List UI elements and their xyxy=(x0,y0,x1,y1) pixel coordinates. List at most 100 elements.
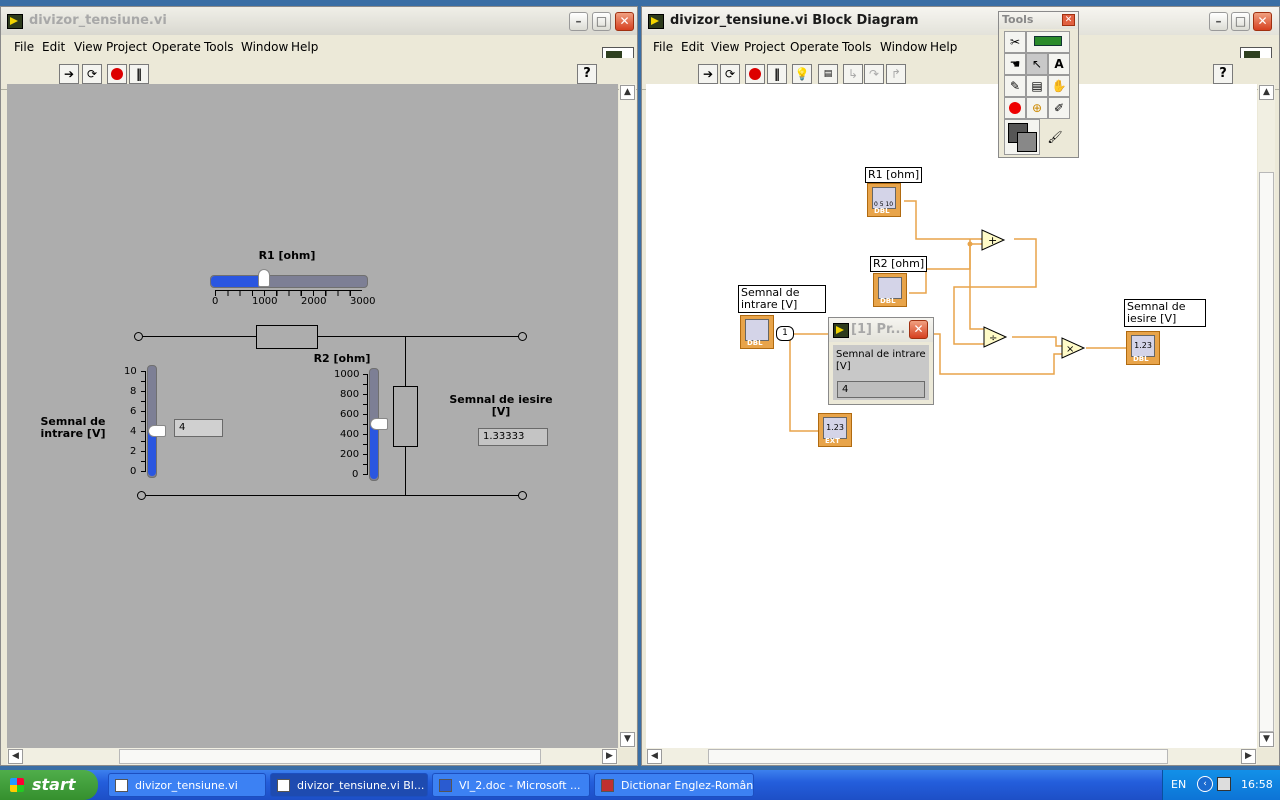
scroll-right-icon[interactable]: ▶ xyxy=(1241,749,1256,764)
run-arrow-icon[interactable]: ➔ xyxy=(698,64,718,84)
minimize-icon[interactable]: – xyxy=(569,12,588,31)
menu-tools[interactable]: Tools xyxy=(842,40,872,54)
edit-text-tool-icon[interactable]: A xyxy=(1048,53,1070,75)
menu-project[interactable]: Project xyxy=(744,40,786,54)
front-panel-vscrollbar[interactable]: ▲ ▼ xyxy=(619,84,636,748)
block-diagram-hscroll-thumb[interactable] xyxy=(708,749,1168,764)
task-word-document[interactable]: VI_2.doc - Microsoft ... xyxy=(432,773,590,797)
menu-edit[interactable]: Edit xyxy=(42,40,66,54)
block-diagram-hscrollbar[interactable]: ◀ ▶ xyxy=(646,748,1257,765)
close-icon[interactable]: ✕ xyxy=(1253,12,1272,31)
probe-tool-icon[interactable]: ⊕ xyxy=(1026,97,1048,119)
front-panel-hscroll-thumb[interactable] xyxy=(119,749,541,764)
tray-expand-icon[interactable]: ‹ xyxy=(1197,776,1213,792)
automatic-tool-selection-icon[interactable]: ✂ xyxy=(1004,31,1026,53)
step-into-icon[interactable]: ↳ xyxy=(843,64,863,84)
abort-icon[interactable] xyxy=(745,64,765,84)
connect-wire-tool-icon[interactable]: ✎ xyxy=(1004,75,1026,97)
retain-wire-values-icon[interactable]: ▤ xyxy=(818,64,838,84)
position-tool-icon[interactable]: ↖ xyxy=(1026,53,1048,75)
maximize-icon[interactable]: □ xyxy=(592,12,611,31)
task-block-diagram[interactable]: divizor_tensiune.vi Bl... xyxy=(270,773,428,797)
operate-value-tool-icon[interactable]: ☚ xyxy=(1004,53,1026,75)
menu-file[interactable]: File xyxy=(14,40,35,54)
auto-tool-indicator-icon[interactable] xyxy=(1026,31,1070,53)
scroll-up-icon[interactable]: ▲ xyxy=(1259,85,1274,100)
task-front-panel[interactable]: divizor_tensiune.vi xyxy=(108,773,266,797)
tools-close-icon[interactable]: ✕ xyxy=(1062,14,1075,26)
scroll-down-icon[interactable]: ▼ xyxy=(620,732,635,747)
start-button[interactable]: start xyxy=(0,770,98,800)
probe-close-icon[interactable]: ✕ xyxy=(909,320,928,339)
help-icon[interactable]: ? xyxy=(1213,64,1233,84)
shortcut-menu-tool-icon[interactable]: ▤ xyxy=(1026,75,1048,97)
close-icon[interactable]: ✕ xyxy=(615,12,634,31)
scroll-up-icon[interactable]: ▲ xyxy=(620,85,635,100)
highlight-execution-icon[interactable]: 💡 xyxy=(792,64,812,84)
menu-help[interactable]: Help xyxy=(291,40,319,54)
run-arrow-icon[interactable]: ➔ xyxy=(59,64,79,84)
r2-slider-knob[interactable] xyxy=(370,418,388,430)
scroll-right-icon[interactable]: ▶ xyxy=(602,749,617,764)
labview-vi-icon xyxy=(277,779,290,792)
output-indicator-terminal[interactable]: 1.23 DBL xyxy=(1126,331,1160,365)
pause-icon[interactable]: ‖ xyxy=(129,64,149,84)
r1-slider-knob[interactable] xyxy=(258,269,270,287)
language-indicator[interactable]: EN xyxy=(1171,778,1187,791)
minimize-icon[interactable]: – xyxy=(1209,12,1228,31)
breakpoint-tool-icon[interactable] xyxy=(1004,97,1026,119)
block-diagram-vscroll-thumb[interactable] xyxy=(1259,172,1274,732)
maximize-icon[interactable]: □ xyxy=(1231,12,1250,31)
front-panel-menubar: File Edit View Project Operate Tools Win… xyxy=(1,36,637,58)
r1-slider-fill xyxy=(211,276,264,287)
input-slider-knob[interactable] xyxy=(148,425,166,437)
clock[interactable]: 16:58 xyxy=(1241,778,1273,791)
scroll-left-icon[interactable]: ◀ xyxy=(8,749,23,764)
probe-titlebar[interactable]: [1] Pr... ✕ xyxy=(829,318,933,342)
menu-file[interactable]: File xyxy=(653,40,674,54)
step-out-icon[interactable]: ↱ xyxy=(886,64,906,84)
front-panel-hscrollbar[interactable]: ◀ ▶ xyxy=(7,748,618,765)
menu-view[interactable]: View xyxy=(74,40,103,54)
input-control-terminal[interactable]: DBL xyxy=(740,315,774,349)
circuit-top-wire xyxy=(143,336,519,337)
run-continuously-icon[interactable]: ⟳ xyxy=(82,64,102,84)
probe-indicator-type: EXT xyxy=(825,437,840,445)
menu-tools[interactable]: Tools xyxy=(204,40,234,54)
probe-window[interactable]: [1] Pr... ✕ Semnal de intrare [V] 4 xyxy=(828,317,934,405)
get-color-tool-icon[interactable]: ✐ xyxy=(1048,97,1070,119)
menu-window[interactable]: Window xyxy=(241,40,289,54)
menu-window[interactable]: Window xyxy=(880,40,928,54)
pause-icon[interactable]: ‖ xyxy=(767,64,787,84)
scroll-down-icon[interactable]: ▼ xyxy=(1259,732,1274,747)
menu-edit[interactable]: Edit xyxy=(681,40,705,54)
menu-view[interactable]: View xyxy=(711,40,740,54)
run-continuously-icon[interactable]: ⟳ xyxy=(720,64,740,84)
r2-tick-200: 200 xyxy=(340,449,360,460)
scroll-tool-icon[interactable]: ✋ xyxy=(1048,75,1070,97)
menu-operate[interactable]: Operate xyxy=(790,40,839,54)
help-icon[interactable]: ? xyxy=(577,64,597,84)
tools-palette[interactable]: Tools ✕ ✂ ☚ ↖ A ✎ ▤ ✋ ⊕ ✐ 🖌 xyxy=(998,11,1079,158)
abort-icon[interactable] xyxy=(107,64,127,84)
set-color-tool-icon[interactable] xyxy=(1004,119,1040,155)
r2-control-terminal[interactable]: DBL xyxy=(873,273,907,307)
task-dictionary[interactable]: Dictionar Englez-Român xyxy=(594,773,754,797)
input-slider-track[interactable] xyxy=(147,365,157,478)
front-panel-titlebar[interactable]: divizor_tensiune.vi – □ ✕ xyxy=(1,7,637,35)
tools-palette-titlebar[interactable]: Tools ✕ xyxy=(999,12,1078,29)
step-over-icon[interactable]: ↷ xyxy=(864,64,884,84)
input-value-display[interactable]: 4 xyxy=(174,419,223,437)
tray-network-icon[interactable] xyxy=(1217,777,1231,791)
r1-control-terminal[interactable]: 0 5 10 DBL xyxy=(867,183,901,217)
menu-operate[interactable]: Operate xyxy=(152,40,201,54)
menu-help[interactable]: Help xyxy=(930,40,958,54)
probe-number-badge[interactable]: 1 xyxy=(776,326,794,341)
block-diagram-vscrollbar[interactable]: ▲ ▼ xyxy=(1258,84,1275,748)
paint-brush-tool-icon[interactable]: 🖌 xyxy=(1047,130,1063,144)
scroll-left-icon[interactable]: ◀ xyxy=(647,749,662,764)
block-diagram-titlebar[interactable]: divizor_tensiune.vi Block Diagram – □ ✕ xyxy=(642,7,1279,35)
task-dictionary-label: Dictionar Englez-Român xyxy=(621,779,754,792)
menu-project[interactable]: Project xyxy=(106,40,148,54)
probe-indicator-terminal[interactable]: 1.23 EXT xyxy=(818,413,852,447)
